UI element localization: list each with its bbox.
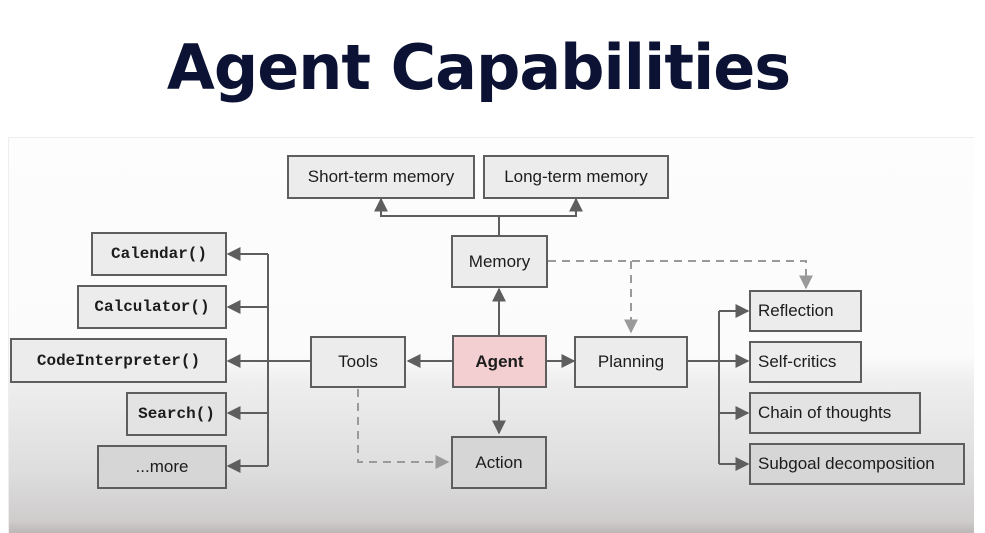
edge-memory-reflection-dashed: [548, 260, 813, 290]
node-chain-of-thoughts: Chain of thoughts: [749, 392, 921, 434]
node-subgoal-decomposition: Subgoal decomposition: [749, 443, 965, 485]
node-self-critics: Self-critics: [749, 341, 862, 383]
node-memory: Memory: [451, 235, 548, 288]
node-short-term-memory: Short-term memory: [287, 155, 475, 199]
node-tool-codeinterpreter: CodeInterpreter(): [10, 338, 227, 383]
node-tool-search: Search(): [126, 392, 227, 436]
node-long-term-memory: Long-term memory: [483, 155, 669, 199]
node-planning: Planning: [574, 336, 688, 388]
node-tool-more: ...more: [97, 445, 227, 489]
page-title: Agent Capabilities: [166, 31, 791, 104]
node-agent: Agent: [452, 335, 547, 388]
edge-memory-short-term: [374, 197, 499, 217]
node-tool-calculator: Calculator(): [77, 285, 227, 329]
node-action: Action: [451, 436, 547, 489]
edge-tools-action-dashed: [357, 389, 450, 469]
node-tool-calendar: Calendar(): [91, 232, 227, 276]
edge-memory-long-term: [499, 197, 583, 217]
node-tools: Tools: [310, 336, 406, 388]
node-reflection: Reflection: [749, 290, 862, 332]
